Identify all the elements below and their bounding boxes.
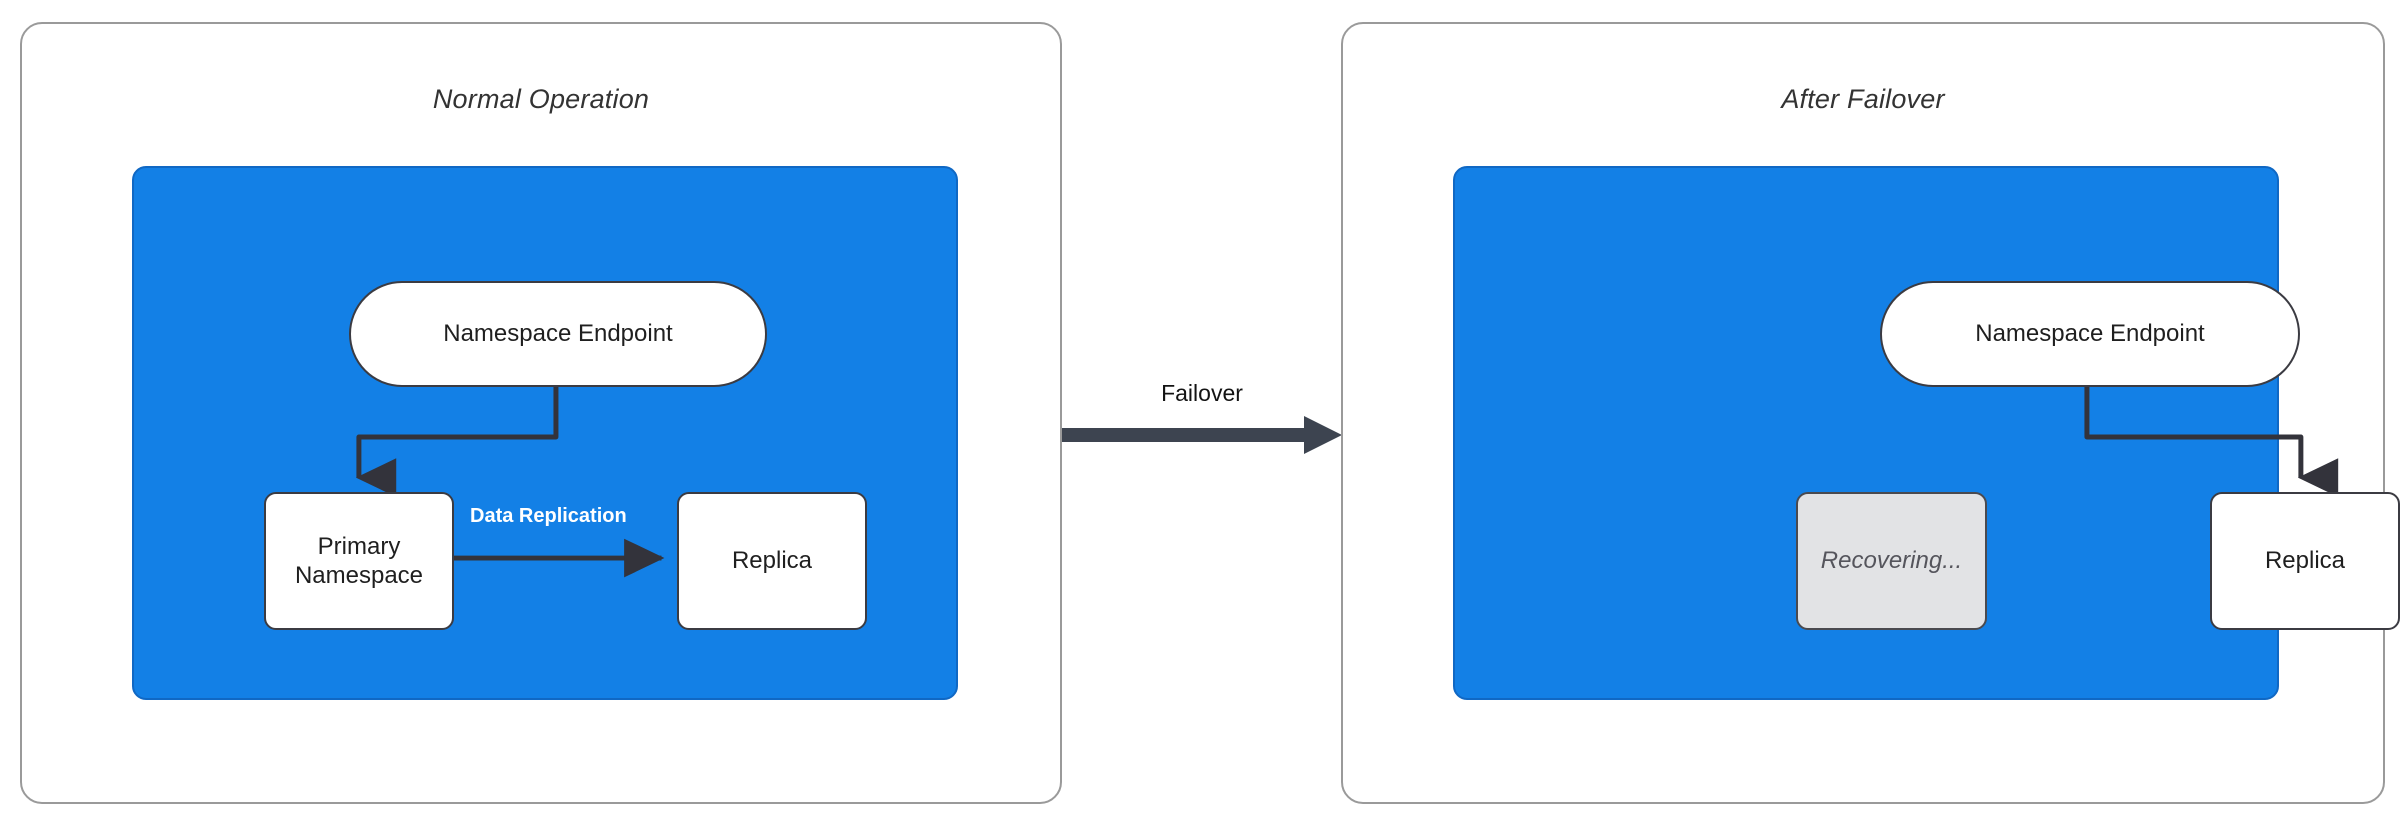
node-namespace-endpoint-normal[interactable]: Namespace Endpoint [349, 281, 767, 387]
edge-endpoint-to-replica [2084, 385, 2339, 498]
cluster-normal-operation: Namespace Endpoint Primary Namespace Rep… [132, 166, 958, 700]
panel-after-failover: After Failover Namespace Endpoint Recove… [1341, 22, 2400, 804]
panel-title-normal-operation: Normal Operation [432, 84, 650, 114]
node-primary-namespace[interactable]: Primary Namespace [264, 492, 454, 630]
node-label: Namespace Endpoint [1975, 320, 2205, 348]
node-label-line2: Namespace [294, 562, 424, 589]
cluster-after-failover: Namespace Endpoint Recovering... Replica [1453, 166, 2400, 700]
failover-label: Failover [1161, 380, 1243, 406]
node-label: Replica [2264, 547, 2346, 575]
edge-endpoint-to-primary [355, 385, 559, 498]
node-recovering[interactable]: Recovering... [1796, 492, 1987, 630]
failover-transition: Failover [1062, 380, 1342, 490]
node-label: Recovering... [1820, 547, 1963, 575]
node-label: Replica [731, 547, 813, 575]
node-label: Namespace Endpoint [443, 320, 673, 348]
node-label: Primary Namespace [295, 532, 423, 591]
edge-label-data-replication: Data Replication [470, 505, 627, 527]
panel-normal-operation: Normal Operation Namespace Endpoint [20, 22, 1062, 804]
node-replica-normal[interactable]: Replica [677, 492, 867, 630]
node-replica-failover[interactable]: Replica [2210, 492, 2400, 630]
node-label-line1: Primary [317, 532, 401, 560]
failover-arrow-icon [1062, 416, 1342, 454]
node-namespace-endpoint-failover[interactable]: Namespace Endpoint [1880, 281, 2300, 387]
panel-title-after-failover: After Failover [1781, 84, 1945, 114]
